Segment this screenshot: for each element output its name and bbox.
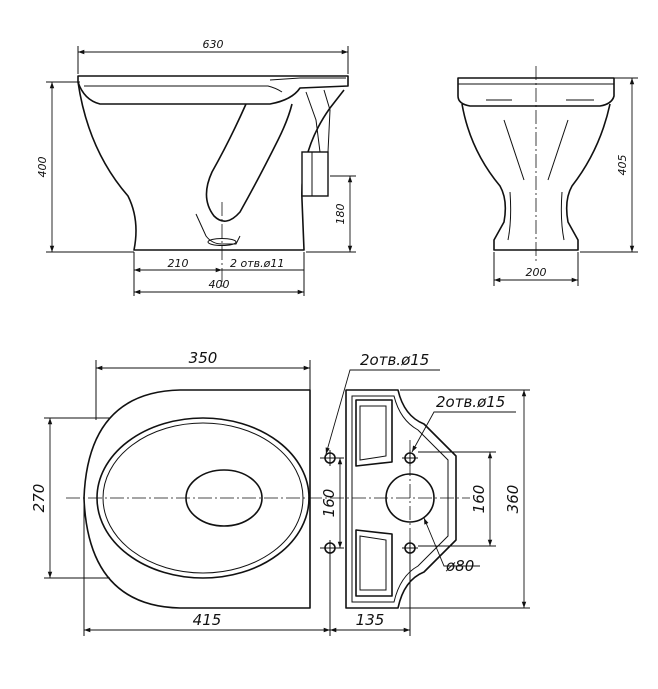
top-view: 350 270 415 135 160 160 360 2отв.ø15 xyxy=(30,349,530,636)
side-seat-edge xyxy=(269,77,346,81)
top-tank-platform-inner xyxy=(351,395,449,603)
dim-135: 135 xyxy=(356,611,385,629)
note-holes-11: 2 отв.ø11 xyxy=(230,257,284,270)
side-body xyxy=(77,81,345,251)
note-holes-15-left: 2отв.ø15 xyxy=(360,351,429,369)
dim-630: 630 xyxy=(203,38,224,51)
side-rim-inner xyxy=(84,85,283,93)
dim-400-base: 400 xyxy=(209,278,230,291)
top-pad-lower xyxy=(355,529,393,597)
dim-160-left: 160 xyxy=(320,489,338,518)
dim-405: 405 xyxy=(616,155,629,176)
leader-outlet-80 xyxy=(423,517,480,567)
leader-holes-15-left xyxy=(325,369,440,455)
note-holes-15-right: 2отв.ø15 xyxy=(436,393,505,411)
leader-holes-15-right xyxy=(411,411,516,453)
front-view: 405 200 xyxy=(457,66,638,286)
front-base-inner xyxy=(507,191,565,241)
dim-360: 360 xyxy=(504,485,522,514)
side-trap xyxy=(205,103,293,222)
side-rim xyxy=(77,75,349,105)
side-outlet-pipe xyxy=(301,151,329,197)
dim-400-height: 400 xyxy=(36,157,49,178)
side-view: 630 400 180 210 2 отв.ø11 400 xyxy=(36,38,356,296)
side-drain-hole xyxy=(207,238,237,246)
dim-200: 200 xyxy=(526,266,547,279)
top-tank-platform xyxy=(345,389,457,609)
front-body-inner xyxy=(503,119,569,181)
side-drain xyxy=(195,213,241,245)
dim-160-right: 160 xyxy=(470,485,488,514)
side-rear-ribs xyxy=(305,89,331,153)
dim-270: 270 xyxy=(30,484,48,513)
front-rim xyxy=(457,77,615,107)
dim-415: 415 xyxy=(193,611,222,629)
dim-210: 210 xyxy=(168,257,189,270)
dim-180: 180 xyxy=(334,204,347,225)
dim-350: 350 xyxy=(189,349,218,367)
top-pad-upper xyxy=(355,399,393,467)
note-outlet-80: ø80 xyxy=(445,557,474,575)
